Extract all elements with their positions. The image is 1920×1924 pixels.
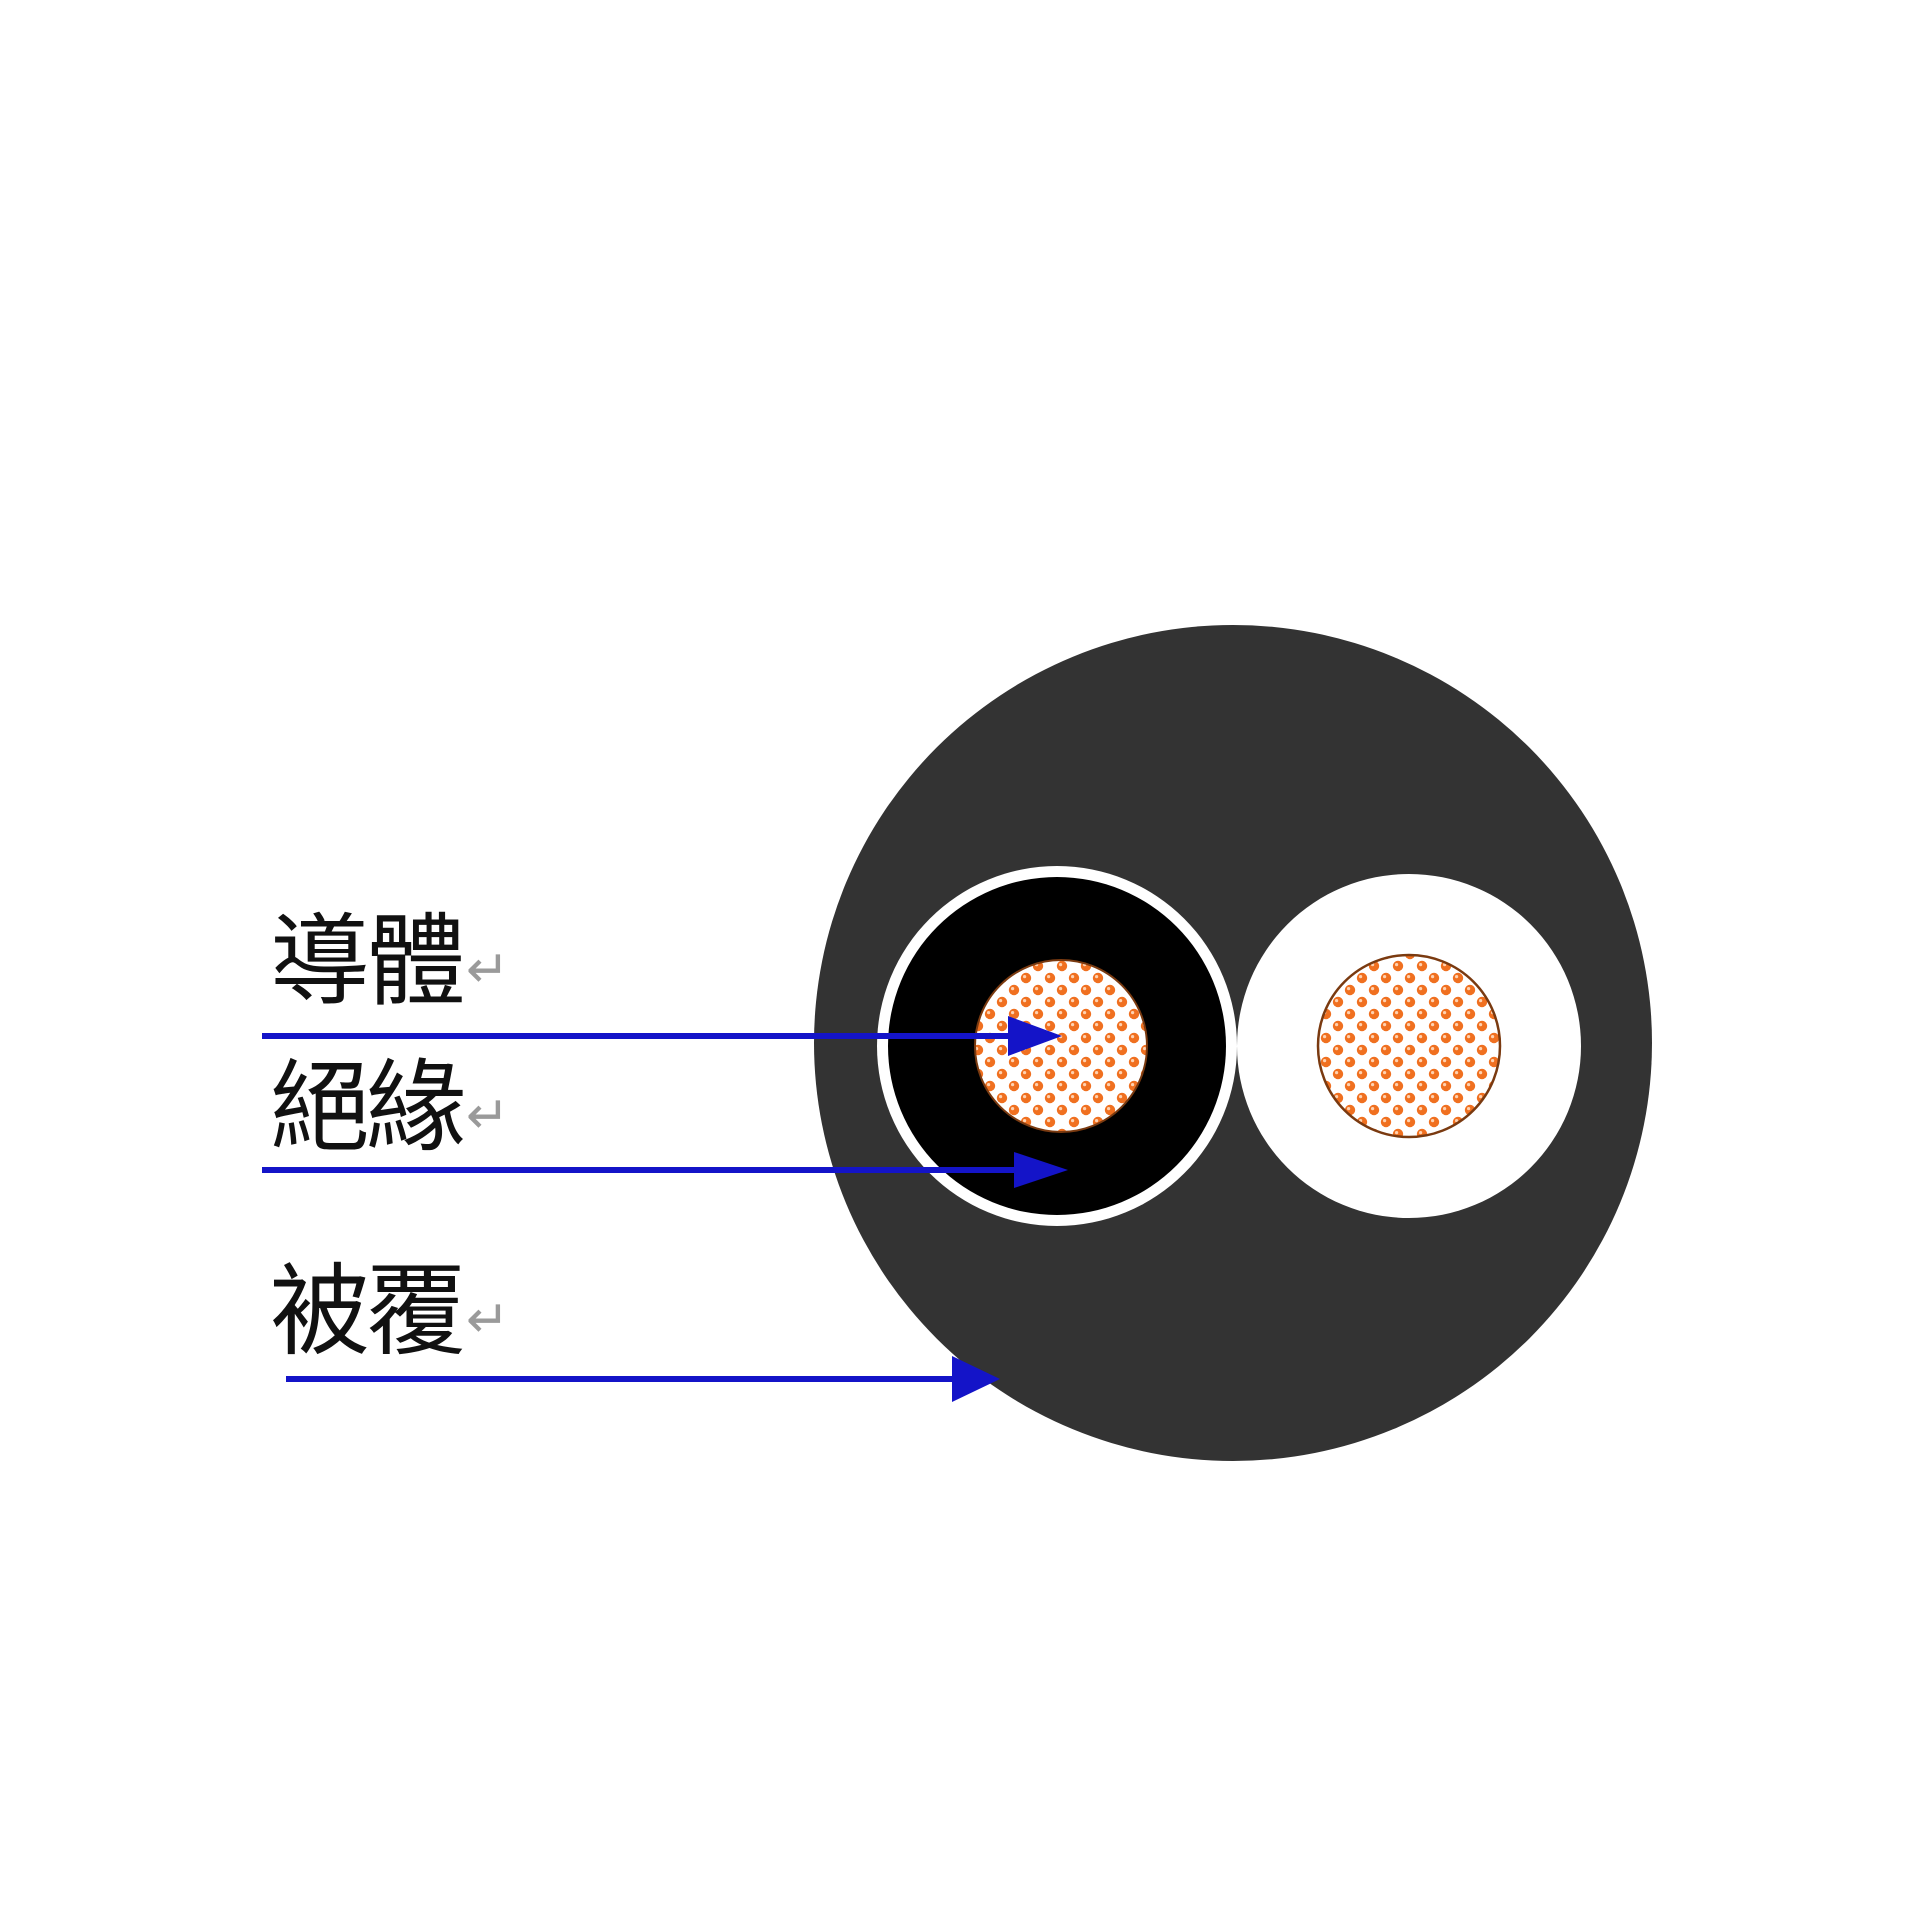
- label-sheath: 被覆↵: [270, 1262, 510, 1362]
- label-insulation: 絕緣↵: [270, 1058, 510, 1158]
- return-arrow-icon: ↵: [466, 1086, 510, 1147]
- label-conductor: 導體↵: [270, 912, 510, 1012]
- insulation-leader-arrow: [262, 1152, 1068, 1188]
- return-arrow-icon: ↵: [466, 1290, 510, 1351]
- label-insulation-text: 絕緣: [270, 1049, 466, 1166]
- left-core-conductor: [974, 959, 1148, 1133]
- right-core-conductor: [1316, 953, 1502, 1139]
- return-arrow-icon: ↵: [466, 940, 510, 1001]
- label-sheath-text: 被覆: [270, 1253, 466, 1370]
- sheath-leader-arrow: [286, 1356, 1000, 1402]
- label-conductor-text: 導體: [270, 903, 466, 1020]
- conductor-leader-arrow: [262, 1016, 1062, 1056]
